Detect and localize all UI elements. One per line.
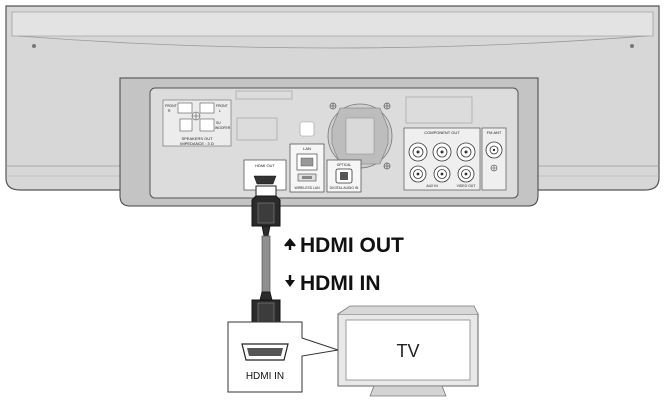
hdmi-out-port-label: HDMI OUT: [255, 163, 275, 168]
digital-audio-in-label: DIGITAL AUDIO IN: [330, 186, 359, 190]
wireless-lan-label: WIRELESS LAN: [294, 186, 320, 190]
hdmi-cable: [251, 185, 281, 337]
speakers-out-panel: FRONT R FRONT L SU WOOFER SPEAKERS OUT I…: [162, 99, 232, 147]
lan-port[interactable]: LAN WIRELESS LAN: [289, 143, 325, 193]
arrow-down-icon: [285, 280, 295, 287]
hdmi-out-callout-text: HDMI OUT: [300, 234, 404, 257]
speaker-sub-label: SU: [216, 121, 221, 125]
tv: TV: [337, 305, 479, 397]
speakers-impedance-caption: IMPEDANCE : 3 Ω: [180, 141, 213, 146]
speaker-woofer-label: WOOFER: [215, 126, 231, 130]
aux-in-label: AUX IN: [426, 184, 438, 188]
lan-label: LAN: [303, 146, 311, 151]
speaker-front-r-label: FRONT: [165, 104, 177, 108]
speaker-front-r-sub: R: [168, 109, 171, 113]
hdmi-out-port[interactable]: HDMI OUT: [243, 159, 287, 191]
arrow-up-icon: [285, 239, 295, 246]
tv-hdmi-in-callout: HDMI IN: [227, 321, 339, 393]
hdmi-plug-top: [251, 185, 281, 237]
optical-port[interactable]: OPTICAL DIGITAL AUDIO IN: [326, 159, 362, 193]
tv-hdmi-in-port[interactable]: [241, 343, 289, 361]
fan-vent: [327, 102, 393, 170]
tv-label: TV: [396, 341, 419, 361]
video-out-label: VIDEO OUT: [457, 184, 476, 188]
speaker-front-l-sub: L: [219, 109, 221, 113]
component-out-label: COMPONENT OUT: [424, 130, 460, 135]
fm-antenna-port[interactable]: FM ANT: [481, 127, 507, 191]
component-out-panel: COMPONENT OUT AUX IN VIDEO OUT: [403, 127, 481, 191]
fm-ant-label: FM ANT: [487, 130, 502, 135]
speaker-front-l-label: FRONT: [216, 104, 228, 108]
hdmi-in-callout: HDMI IN: [285, 272, 381, 295]
tv-hdmi-in-label: HDMI IN: [246, 371, 284, 382]
hdmi-out-callout: HDMI OUT: [284, 234, 404, 257]
speakers-out-caption: SPEAKERS OUT: [181, 136, 213, 141]
optical-label: OPTICAL: [337, 163, 352, 167]
hdmi-in-callout-text: HDMI IN: [300, 272, 381, 295]
